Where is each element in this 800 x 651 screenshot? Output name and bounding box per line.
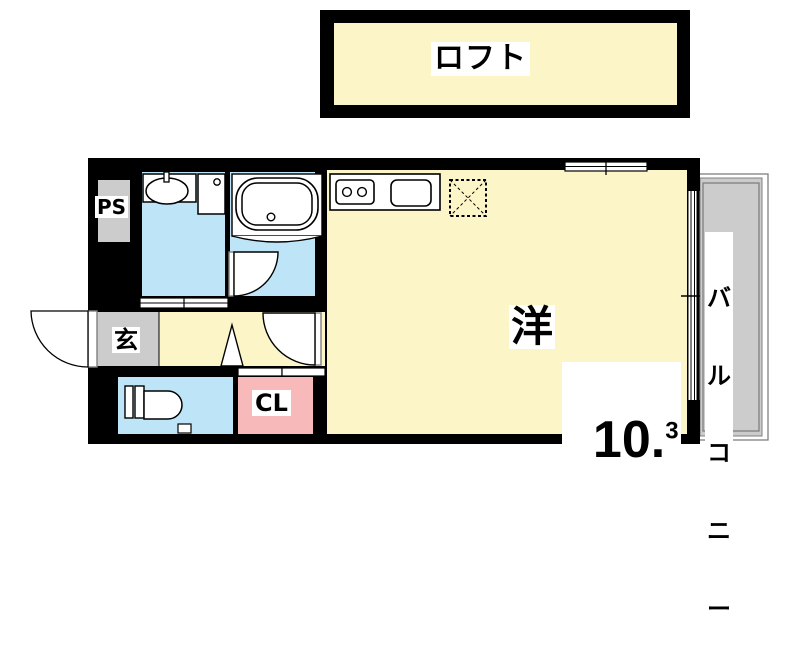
balcony-label-char-0: バ (707, 283, 731, 312)
genkan-label: 玄 (112, 326, 140, 354)
main-room-area-decimal: 3 (665, 417, 679, 445)
bathtub-group (231, 173, 323, 243)
washbasin-faucet-icon (163, 171, 170, 183)
washing-machine-space-icon (197, 173, 226, 215)
toilet-tank-icon-2 (134, 385, 145, 419)
stove-burner-right-icon (356, 186, 368, 198)
washbasin-group (142, 171, 197, 205)
main-room-area-label: 10.3 (562, 362, 681, 466)
wall-ps-right (130, 172, 142, 296)
loft-label: ロフト (431, 42, 530, 76)
entrance-door-swing-arc (30, 310, 89, 368)
closet-door-right[interactable] (281, 367, 326, 377)
hallway-door-swing-arc (262, 312, 316, 366)
refrigerator-x-1 (449, 179, 487, 217)
main-floor-block (30, 158, 769, 444)
wall-left-lower (88, 366, 118, 444)
balcony-wall-return-top (687, 158, 700, 191)
bathroom-door-group[interactable] (228, 251, 279, 297)
toilet-paper-holder-icon (177, 423, 192, 434)
washing-machine-space-group (197, 173, 226, 215)
stove-burner-left-icon (341, 186, 353, 198)
balcony-label-char-2: コ (707, 439, 731, 468)
step-up-marker-icon (220, 322, 244, 367)
wall-closet-right (313, 366, 327, 444)
toilet-group (124, 385, 192, 434)
wall-toilet-closet (233, 376, 238, 434)
main-room-window-group (564, 158, 648, 175)
balcony-label-char-3: ニ (707, 516, 731, 545)
bathroom-door-swing-arc (233, 251, 279, 297)
pipe-shaft-label: PS (95, 195, 129, 219)
entrance-door-leaf[interactable] (87, 310, 98, 368)
wall-left-inner (88, 242, 130, 298)
bathtub-inner-icon (241, 182, 313, 226)
refrigerator-space-icon (449, 179, 487, 217)
bathtub-drain-icon (266, 212, 276, 222)
main-room-area-value: 10. (592, 411, 666, 469)
floor-plan-drawing (30, 10, 769, 444)
kitchen-sink-icon (390, 179, 432, 207)
toilet-bowl-icon (143, 390, 183, 420)
washroom-sliding-door-group[interactable] (139, 297, 229, 309)
refrigerator-x-2 (449, 179, 487, 217)
wall-washroom-bathroom (225, 172, 230, 296)
main-room-type-label: 洋 (509, 302, 556, 351)
refrigerator-space-group (449, 179, 487, 217)
hallway-door-group[interactable] (262, 312, 322, 366)
toilet-tank-icon (124, 385, 134, 419)
washing-machine-drain-icon (213, 178, 221, 186)
bathroom-door-leaf[interactable] (228, 251, 235, 297)
closet-label: CL (252, 390, 291, 416)
gas-stove-icon (335, 179, 375, 205)
balcony-label-char-4: ー (707, 594, 731, 623)
kitchen-counter-group (329, 173, 441, 211)
closet-door-group[interactable] (237, 367, 326, 377)
balcony-wall-return-bottom (687, 400, 700, 444)
entrance-door-group[interactable] (30, 310, 98, 368)
closet-door-left[interactable] (237, 367, 283, 377)
bath-apron-curve (231, 235, 323, 243)
hallway-door-leaf[interactable] (314, 312, 322, 366)
balcony-label: バ ル コ ニ ー (705, 232, 733, 651)
wall-hallway-bottom (88, 366, 327, 377)
balcony-label-char-1: ル (707, 361, 731, 390)
